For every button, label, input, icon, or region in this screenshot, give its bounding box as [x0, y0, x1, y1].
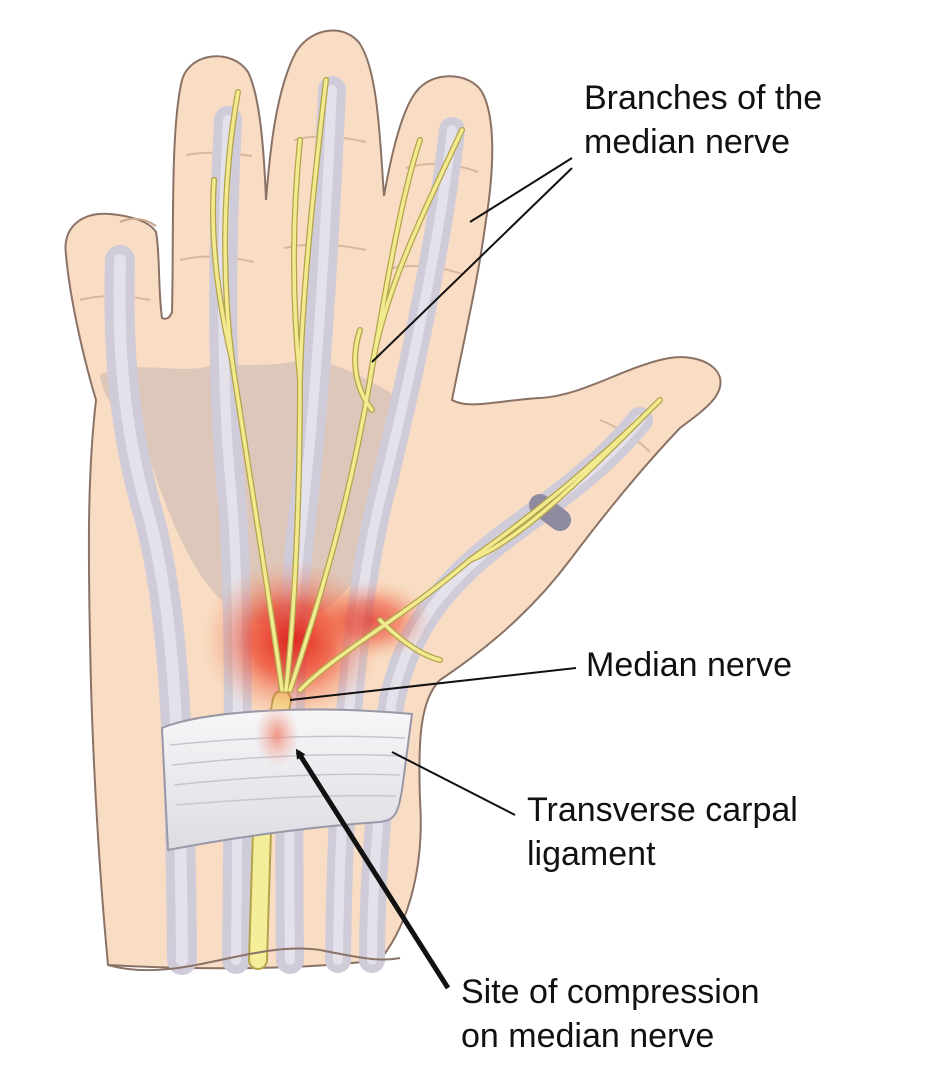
label-site-line2: on median nerve — [461, 1017, 715, 1055]
label-median-nerve: Median nerve — [586, 643, 792, 687]
label-tcl-line2: ligament — [527, 835, 656, 873]
label-tcl-line1: Transverse carpal — [527, 791, 798, 829]
label-branches-of-median-nerve: Branches of the median nerve — [584, 76, 822, 164]
label-transverse-carpal-ligament: Transverse carpal ligament — [527, 788, 798, 876]
compression-arrow — [295, 748, 451, 990]
transverse-carpal-ligament — [160, 708, 414, 852]
label-branches-line1: Branches of the — [584, 79, 823, 117]
forearm-edge — [107, 947, 401, 972]
label-site-line1: Site of compression — [461, 973, 760, 1011]
label-branches-line2: median nerve — [584, 123, 791, 161]
compression-spot — [255, 703, 299, 767]
leader-lines — [289, 157, 577, 816]
label-site-of-compression: Site of compression on median nerve — [461, 970, 760, 1058]
nerve-branches — [210, 77, 663, 693]
label-median-line1: Median nerve — [586, 646, 793, 684]
